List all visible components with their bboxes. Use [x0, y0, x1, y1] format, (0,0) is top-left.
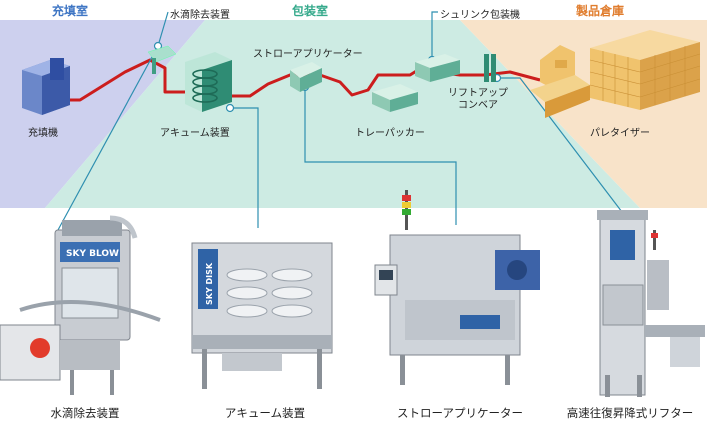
label-straw-applicator: ストローアプリケーター	[253, 49, 363, 60]
label-accumulator: アキューム装置	[160, 128, 230, 139]
straw-applicator-illustration	[290, 62, 322, 92]
shrink-packer-illustration	[415, 54, 460, 82]
lift-conveyor-illustration	[484, 54, 496, 82]
marker-accumulator	[225, 103, 235, 113]
room-warehouse: 製品倉庫	[576, 4, 625, 18]
brand-sky-disk: SKY DISK	[205, 262, 214, 305]
photo-lifter	[597, 210, 705, 397]
leader-shrink	[431, 11, 438, 60]
label-lift-conveyor: リフトアップ コンベア	[448, 88, 508, 112]
label-lift-conveyor-line2: コンベア	[458, 100, 498, 111]
pallet-stack-illustration	[589, 30, 701, 110]
brand-sky-blow: SKY BLOW	[66, 249, 119, 259]
accumulator-illustration	[185, 52, 232, 112]
label-filler: 充填機	[28, 128, 58, 139]
photo-straw-applicator	[374, 190, 540, 385]
caption-accumulator: アキューム装置	[224, 406, 306, 420]
room-packaging: 包装室	[292, 4, 329, 18]
label-droplet-remover: 水滴除去装置	[170, 10, 230, 21]
photo-droplet-remover: SKY BLOW	[0, 215, 161, 395]
palletizer-illustration	[530, 45, 590, 118]
leader-lifter	[497, 77, 623, 213]
leader-droplet-remover-label	[157, 11, 169, 47]
leader-accumulator	[230, 107, 259, 228]
caption-straw-applicator: ストローアプリケーター	[396, 406, 524, 420]
caption-lifter: 高速往復昇降式リフター	[566, 406, 694, 420]
filler-illustration	[22, 58, 70, 115]
label-tray-packer: トレーパッカー	[355, 128, 425, 139]
label-shrink-packer: シュリンク包装機	[440, 10, 520, 21]
caption-droplet-remover: 水滴除去装置	[50, 406, 120, 420]
photo-accumulator: SKY DISK	[191, 242, 333, 389]
leader-droplet-remover	[57, 45, 159, 231]
label-palletizer: パレタイザー	[590, 128, 650, 139]
leader-straw	[304, 87, 457, 225]
droplet-remover-illustration	[147, 45, 177, 74]
label-lift-conveyor-line1: リフトアップ	[448, 88, 508, 99]
room-filling: 充填室	[52, 4, 89, 18]
tray-packer-illustration	[372, 84, 418, 112]
